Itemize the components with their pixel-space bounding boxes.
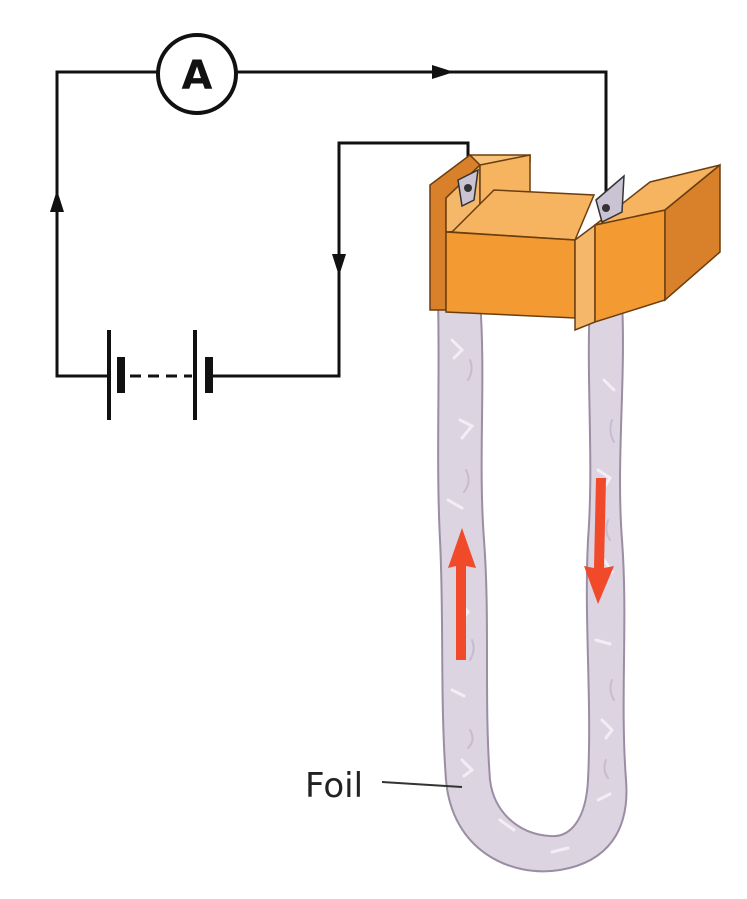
magnet [429,154,721,332]
current-direction-arrows [448,478,614,660]
ammeter: A [156,33,238,115]
foil-current-arrow-down [584,478,614,604]
ammeter-symbol: A [182,53,213,99]
arrow-left-wire-up [50,190,64,212]
magnet-right-pole-block [594,209,666,324]
terminal-clips [457,168,625,224]
magnet-right-pole-front [574,223,596,332]
foil-label-group: Foil [305,766,463,806]
wire-direction-arrows [50,65,454,276]
foil-leader-line [381,781,463,788]
foil-strip [436,299,628,873]
wire-left-vertical [55,70,157,378]
magnet-center-front [445,231,576,319]
ammeter-circle [156,33,238,115]
arrow-top-wire-right [432,65,454,79]
right-clip-pin [602,204,610,212]
foil-label: Foil [305,766,363,806]
left-clip-pin [464,184,472,192]
magnet-right-pole-side [664,163,721,302]
foil-shading [463,359,615,779]
arrow-inner-wire-down [332,254,346,276]
foil-current-arrow-up [448,528,476,660]
foil-u-shape [436,299,628,873]
wire-top-right [237,70,608,208]
battery [107,330,213,420]
foil-crinkles [446,338,616,854]
